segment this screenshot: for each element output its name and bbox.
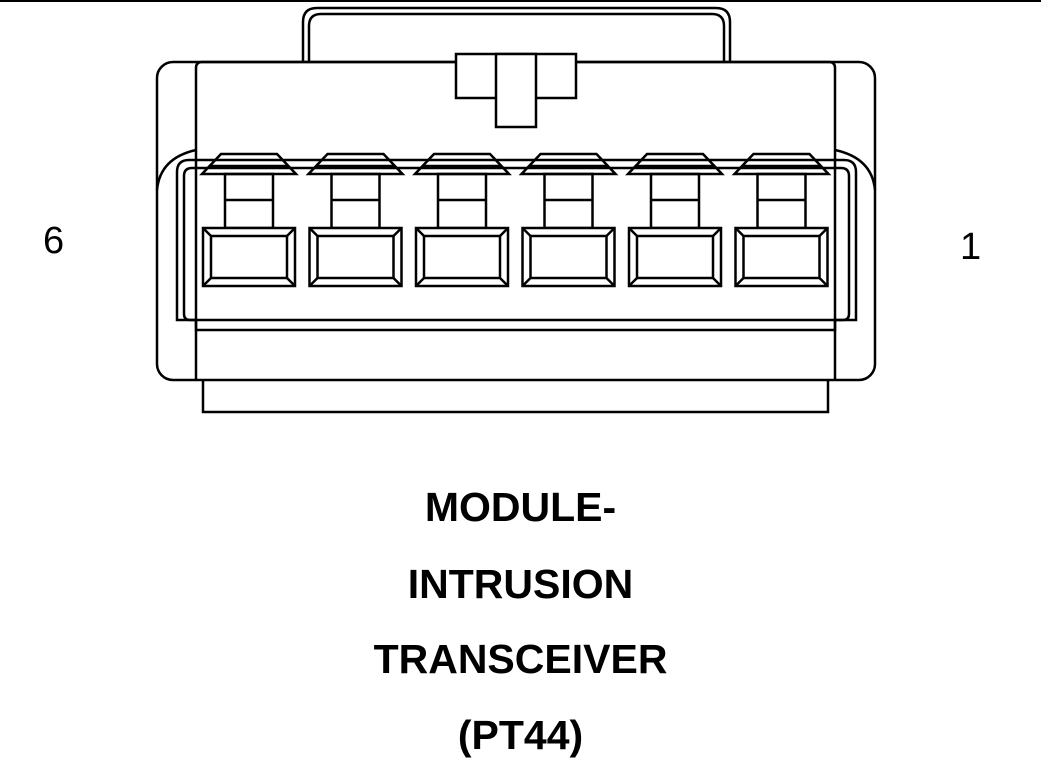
terminal-cavity-outer <box>734 226 829 288</box>
terminal-latch <box>731 152 832 176</box>
caption-line-3: TRANSCEIVER <box>373 636 668 682</box>
terminal-cavity-bevel <box>392 227 403 237</box>
terminal-cavity-inner <box>422 234 502 280</box>
terminal-cavity-bevel <box>605 277 616 287</box>
pin-1-label: 1 <box>960 226 982 268</box>
terminal-cavity-inner <box>635 234 715 280</box>
terminal-cavity <box>731 152 832 288</box>
terminal-cavity <box>518 152 619 288</box>
terminal-cavity-bevel <box>308 227 319 237</box>
connector-bottom-ledge <box>201 380 830 414</box>
terminal-cavity-bevel <box>415 277 425 287</box>
terminal-cavity-bevel <box>628 277 638 287</box>
terminal-cavity-bevel <box>499 277 509 287</box>
terminal-cavity-bevel <box>734 227 745 237</box>
terminal-cavity-bevel <box>415 227 425 237</box>
terminal-cavity <box>199 152 299 288</box>
terminal-cavity-outer <box>521 226 616 288</box>
terminal-cavity-bevel <box>712 227 722 237</box>
top-border-rule <box>0 0 1041 2</box>
terminal-cavity-bevel <box>499 227 509 237</box>
terminal-cavity-bevel <box>734 277 745 287</box>
terminal-cavity-bevel <box>712 277 722 287</box>
caption-line-1: MODULE- <box>424 484 617 530</box>
terminal-latch <box>412 152 512 176</box>
terminal-cavity-inner <box>529 234 608 280</box>
terminal-cavity-outer <box>627 226 723 288</box>
terminal-cavity-bevel <box>521 227 532 237</box>
connector-cavity-well-outer <box>175 158 858 332</box>
terminal-cavity <box>412 152 512 288</box>
terminal-latch <box>199 152 299 176</box>
terminal-cavity-bevel <box>818 227 829 237</box>
connector-left-shoulder <box>155 148 197 191</box>
terminal-latch <box>625 152 725 176</box>
connector-cavity-well-inner <box>182 166 851 322</box>
terminal-cavity-bevel <box>392 277 403 287</box>
connector-key-post <box>494 52 538 129</box>
terminal-cavity-bevel <box>286 227 296 237</box>
terminal-cavity-bevel <box>605 227 616 237</box>
connector-right-shoulder <box>834 148 877 191</box>
caption-line-2: INTRUSION <box>407 561 634 607</box>
terminal-cavity-bevel <box>308 277 319 287</box>
connector-lock-tab <box>301 6 732 62</box>
terminal-cavity-bevel <box>202 227 212 237</box>
terminal-cavity-outer <box>308 226 403 288</box>
terminal-cavity-inner <box>209 234 289 280</box>
terminal-cavity-bevel <box>286 277 296 287</box>
terminal-latch <box>518 152 619 176</box>
terminal-cavity-inner <box>742 234 821 280</box>
terminal-cavity <box>625 152 725 288</box>
terminal-cavity-bevel <box>202 277 212 287</box>
connector-lock-tab-inner <box>307 12 726 62</box>
terminal-cavity-outer <box>201 226 297 288</box>
cavity-group <box>199 152 832 288</box>
terminal-cavity-inner <box>316 234 395 280</box>
terminal-cavity-bevel <box>628 227 638 237</box>
caption-line-4: (PT44) <box>457 712 584 758</box>
terminal-cavity <box>305 152 406 288</box>
terminal-cavity-outer <box>414 226 510 288</box>
terminal-cavity-bevel <box>521 277 532 287</box>
terminal-latch <box>305 152 406 176</box>
pin-6-label: 6 <box>43 220 65 262</box>
terminal-cavity-bevel <box>818 277 829 287</box>
